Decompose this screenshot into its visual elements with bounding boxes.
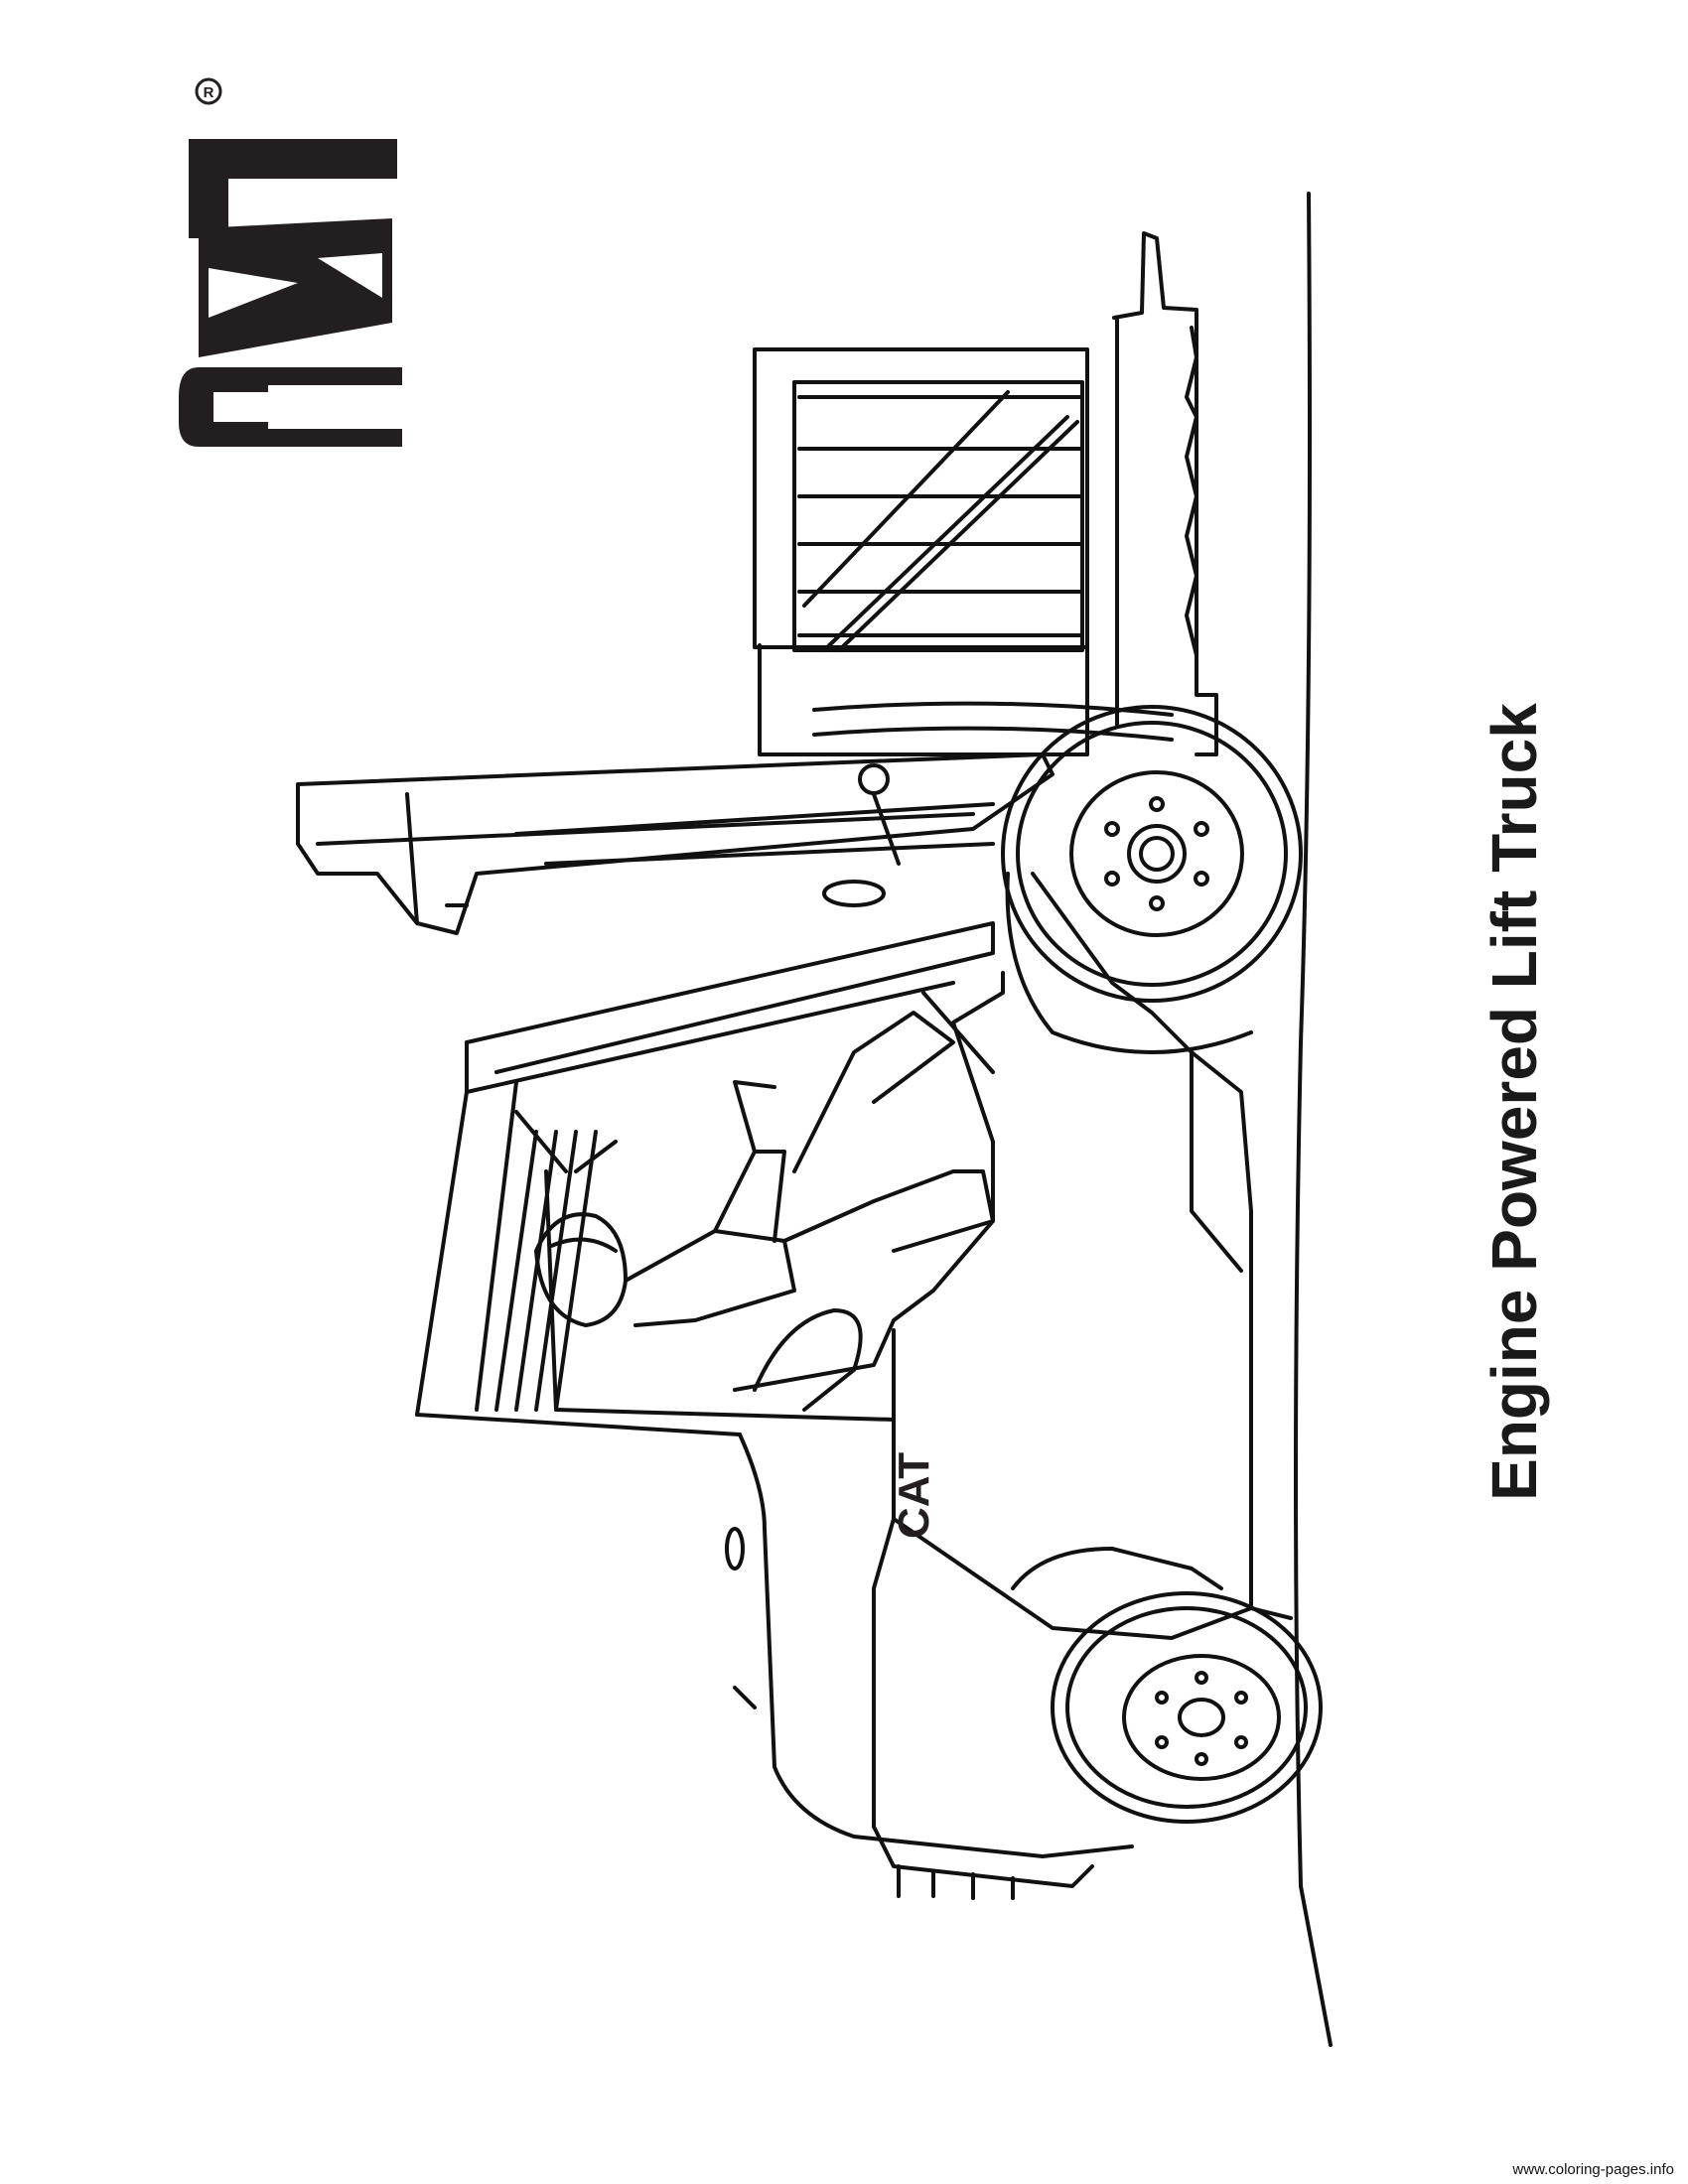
overhead-guard [415, 921, 995, 1436]
svg-text:CAT: CAT [890, 1452, 938, 1539]
watermark: www.coloring-pages.info [1512, 2161, 1674, 2178]
cat-logo: R [179, 77, 417, 447]
body-badge: CAT [890, 1452, 938, 1539]
rear-wheel [1051, 1591, 1323, 1824]
svg-text:R: R [204, 84, 214, 101]
truck-body [725, 872, 1293, 1900]
title-container: Engine Powered Lift Truck [1475, 615, 1554, 1588]
front-wheel [1001, 705, 1303, 1054]
mast [812, 231, 1218, 756]
page-title: Engine Powered Lift Truck [1478, 703, 1550, 1501]
forks [296, 752, 1055, 935]
operator [534, 991, 995, 1327]
ground-line [1294, 192, 1333, 2047]
crate [753, 347, 1089, 756]
cat-logo-mark: R [179, 77, 417, 447]
